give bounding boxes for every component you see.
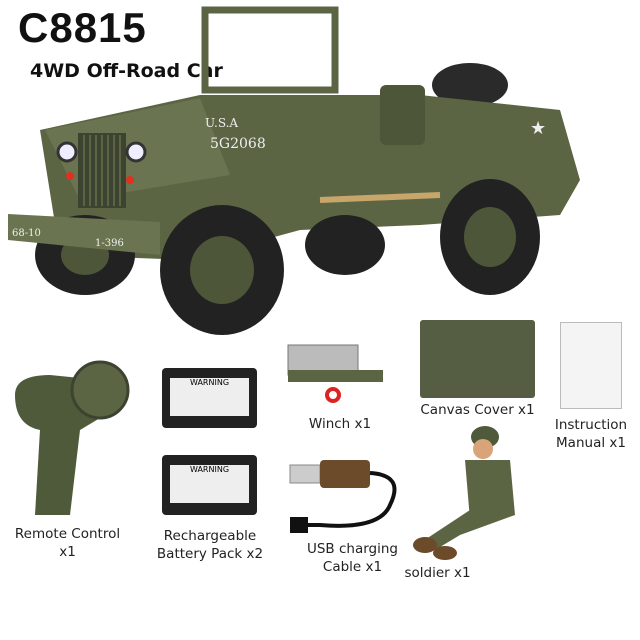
tires [35, 179, 540, 335]
item-label-soldier: soldier x1 [404, 565, 471, 581]
battery-warning: WARNING [170, 465, 249, 503]
shovel [319, 192, 441, 203]
item-label-line: Cable x1 [322, 559, 383, 575]
item-label-line: Manual x1 [556, 435, 626, 451]
bumper-text-left: 68-10 [12, 228, 41, 239]
hood-text: U.S.A [205, 116, 238, 130]
product-title: C8815 [18, 4, 147, 51]
item-label-line: Rechargeable [163, 528, 257, 544]
spare-tire [432, 63, 508, 107]
item-label-remote: Remote Control x1 [5, 525, 130, 561]
headlight-left [56, 141, 78, 163]
battery-image-1: WARNING [162, 368, 257, 428]
battery-image-2: WARNING [162, 455, 257, 515]
manual-image [560, 322, 622, 409]
item-label-canvas: Canvas Cover x1 [420, 402, 535, 418]
battery-warning: WARNING [170, 378, 249, 416]
hood-number: 5G2068 [210, 136, 266, 152]
item-label-line: USB charging [306, 541, 398, 557]
star-marking: ★ [530, 118, 546, 139]
winch-image [287, 344, 383, 403]
item-label-line: Remote Control [14, 526, 121, 542]
soldier-image [413, 426, 515, 560]
item-label-winch: Winch x1 [308, 416, 372, 432]
headlight-right [125, 141, 147, 163]
product-subtitle: 4WD Off-Road Car [30, 60, 223, 82]
usb-cable-image [289, 460, 397, 533]
jeep-image: U.S.A 5G2068 ★ 68-10 1-396 [8, 6, 580, 335]
item-label-line: Instruction [554, 417, 628, 433]
item-label-line: x1 [59, 544, 76, 560]
item-label-line: Battery Pack x2 [156, 546, 264, 562]
windshield [201, 6, 339, 94]
bumper-text-right: 1-396 [95, 238, 124, 249]
remote-control-image [15, 360, 130, 515]
seat [380, 85, 425, 145]
front-bumper [8, 214, 160, 255]
canvas-cover-image [420, 320, 535, 398]
